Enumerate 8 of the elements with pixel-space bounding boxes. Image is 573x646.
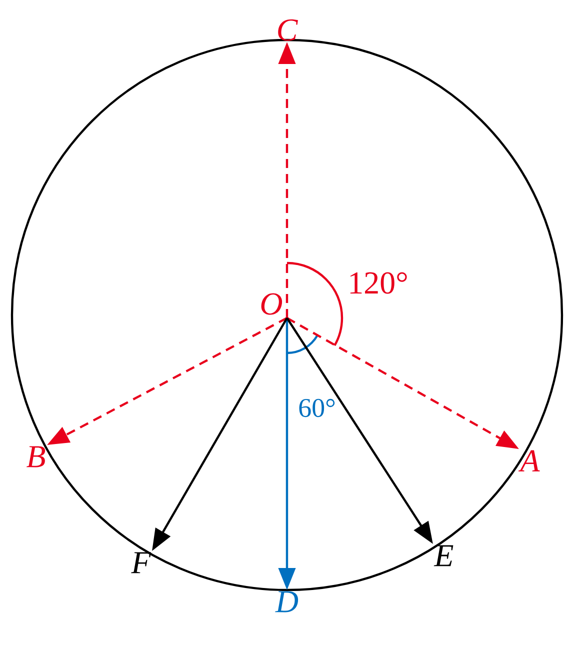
angle-label: 120°	[350, 272, 407, 294]
point-label: A	[518, 450, 540, 472]
point-label: B	[26, 446, 46, 468]
point-label: E	[434, 545, 454, 566]
point-label: O	[261, 293, 282, 315]
point-label: C	[278, 19, 298, 41]
angle-label: 60°	[299, 398, 335, 418]
point-label: D	[275, 591, 298, 612]
